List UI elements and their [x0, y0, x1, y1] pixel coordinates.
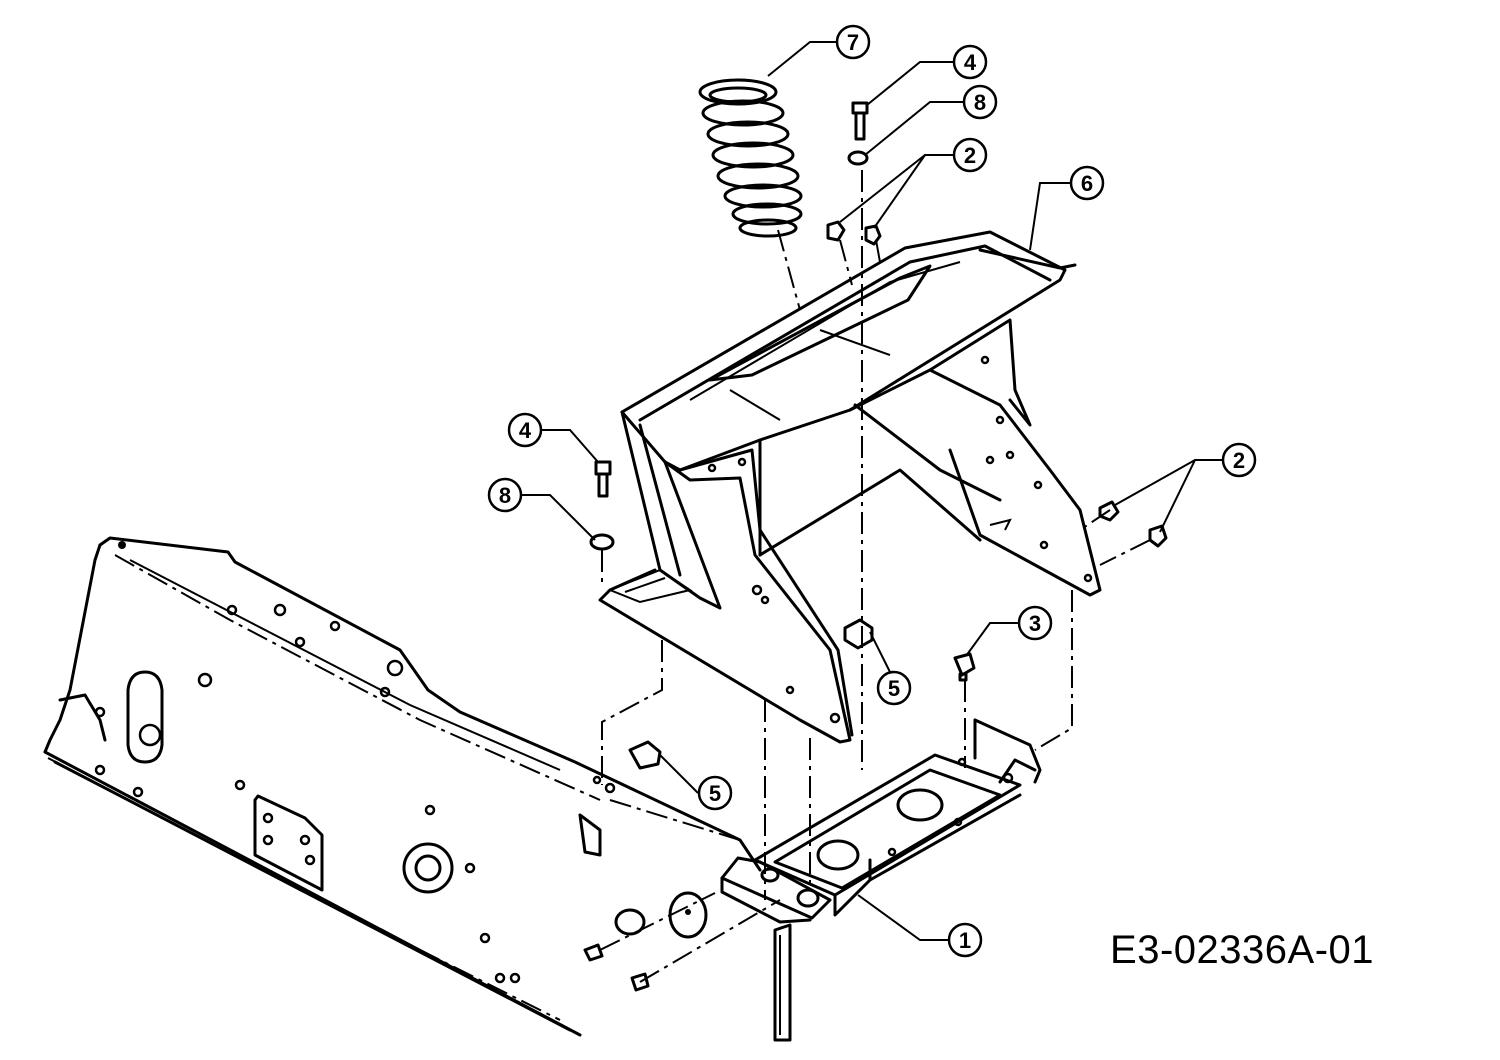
callout-4-top: 4	[952, 44, 988, 80]
svg-text:6: 6	[1081, 171, 1093, 196]
frame-rail	[43, 536, 762, 1037]
steering-boot	[698, 78, 803, 238]
svg-text:1: 1	[959, 928, 971, 953]
front-bracket	[720, 718, 1042, 1042]
hardware	[583, 101, 1168, 992]
callout-3: 3	[1017, 605, 1053, 641]
callout-2-top: 2	[952, 137, 988, 173]
callout-8-top: 8	[962, 84, 998, 120]
callout-5-centre: 5	[876, 670, 912, 706]
svg-text:4: 4	[964, 50, 977, 75]
svg-text:2: 2	[1233, 448, 1245, 473]
callout-4-left: 4	[507, 412, 543, 448]
callout-1: 1	[947, 922, 983, 958]
svg-text:5: 5	[888, 676, 900, 701]
svg-text:8: 8	[499, 483, 511, 508]
callout-2-right: 2	[1221, 442, 1257, 478]
svg-text:8: 8	[974, 90, 986, 115]
drawing-number: E3-02336A-01	[1110, 928, 1374, 972]
svg-text:3: 3	[1029, 611, 1041, 636]
callout-5-left: 5	[697, 775, 733, 811]
svg-text:4: 4	[519, 418, 532, 443]
callouts: 7 4 8 2 6 4	[487, 24, 1257, 958]
callout-6: 6	[1069, 165, 1105, 201]
svg-text:2: 2	[964, 143, 976, 168]
callout-7: 7	[835, 24, 871, 60]
assembly-lines	[599, 170, 1151, 983]
svg-text:5: 5	[709, 781, 721, 806]
svg-text:7: 7	[847, 30, 859, 55]
callout-8-left: 8	[487, 477, 523, 513]
steering-housing	[598, 230, 1102, 744]
